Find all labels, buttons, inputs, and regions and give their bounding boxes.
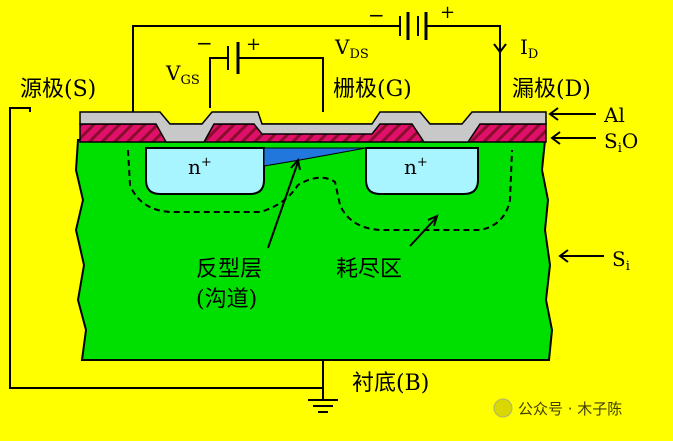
- ground-icon: [308, 399, 338, 413]
- vds-minus: −: [368, 3, 385, 27]
- al-label: Al: [603, 103, 625, 127]
- id-arrow-icon: [493, 43, 507, 54]
- depletion-boundary: [127, 149, 513, 231]
- vds-plus: +: [440, 2, 455, 23]
- si-label: Si: [612, 247, 630, 274]
- id-label: ID: [520, 35, 538, 62]
- source-label: 源极(S): [20, 77, 96, 102]
- vds-battery: [399, 12, 430, 40]
- vgs-label: VGS: [165, 61, 200, 88]
- metal-layer: [79, 111, 547, 143]
- watermark-text: 公众号 · 木子陈: [518, 400, 622, 418]
- circuit-wires: [9, 25, 501, 400]
- gate-label: 栅极(G): [333, 77, 412, 102]
- vgs-plus: +: [246, 34, 261, 55]
- pointer-lines: [267, 107, 604, 263]
- inversion-layer-label: 反型层: [196, 257, 262, 282]
- sio-label: SiO: [604, 129, 638, 156]
- substrate-label: 衬底(B): [352, 371, 429, 396]
- vgs-battery: [227, 42, 250, 74]
- n-plus-drain-region: [365, 147, 479, 195]
- inversion-channel: [263, 147, 367, 167]
- depletion-label: 耗尽区: [336, 257, 402, 282]
- n-plus-source-region: [145, 147, 265, 195]
- watermark: 公众号 · 木子陈: [493, 398, 622, 418]
- vgs-minus: −: [196, 31, 213, 55]
- n-plus-source-label: n+: [188, 155, 212, 179]
- drain-label: 漏极(D): [512, 77, 591, 102]
- n-plus-drain-label: n+: [404, 155, 428, 179]
- channel-label: (沟道): [196, 287, 257, 312]
- vds-label: VDS: [334, 35, 369, 62]
